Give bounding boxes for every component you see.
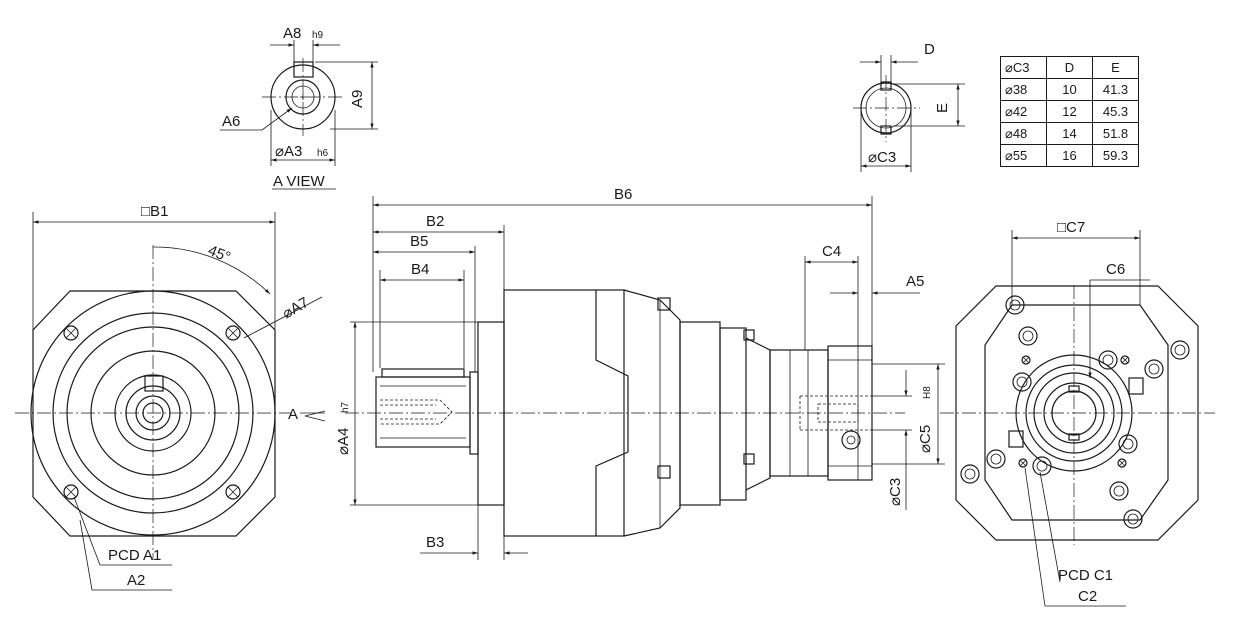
e-label: E	[934, 103, 951, 113]
b6-label: B6	[614, 186, 632, 203]
a2-label: A2	[127, 572, 145, 589]
table-header-cell: ⌀C3	[1000, 56, 1047, 79]
table-cell: 45.3	[1092, 100, 1139, 123]
a5-label: A5	[906, 273, 924, 290]
table-cell: 10	[1046, 78, 1093, 101]
b1-label: □B1	[141, 203, 168, 220]
table-row: ⌀38 10 41.3	[1000, 78, 1139, 101]
table-cell: ⌀55	[1000, 144, 1047, 167]
c2-label: C2	[1078, 588, 1097, 605]
a7-label: ⌀A7	[280, 294, 312, 322]
c6-label: C6	[1106, 261, 1125, 278]
table-cell: 41.3	[1092, 78, 1139, 101]
table-row: ⌀42 12 45.3	[1000, 100, 1139, 123]
table-cell: ⌀42	[1000, 100, 1047, 123]
d-label: D	[924, 41, 935, 58]
table-cell: ⌀38	[1000, 78, 1047, 101]
c7-label: □C7	[1057, 219, 1085, 236]
a8-tolerance: h9	[312, 30, 324, 41]
angle-label: 45°	[206, 242, 233, 266]
table-row: ⌀48 14 51.8	[1000, 122, 1139, 145]
a9-label: A9	[349, 90, 366, 108]
front-view	[15, 212, 326, 591]
table-header-cell: E	[1092, 56, 1139, 79]
a8-label: A8	[283, 25, 301, 42]
b4-label: B4	[411, 261, 429, 278]
a6-label: A6	[222, 113, 240, 130]
a3-label: ⌀A3	[275, 143, 302, 160]
table-row: ⌀55 16 59.3	[1000, 144, 1139, 167]
table-header-row: ⌀C3 D E	[1000, 56, 1139, 79]
table-cell: 12	[1046, 100, 1093, 123]
rear-view	[940, 230, 1215, 607]
keyway-detail	[853, 55, 965, 172]
c3-keyway-label: ⌀C3	[868, 149, 896, 166]
view-a-marker: A	[288, 406, 298, 423]
b2-label: B2	[426, 213, 444, 230]
side-view	[345, 196, 945, 560]
a-view-detail	[220, 40, 378, 190]
pcd-c1-label: PCD C1	[1058, 567, 1113, 584]
keyway-dimension-table: ⌀C3 D E ⌀38 10 41.3 ⌀42 12 45.3 ⌀48 14 5…	[1000, 56, 1139, 167]
c4-label: C4	[822, 243, 841, 260]
c5-tolerance: H8	[922, 386, 933, 399]
a3-tolerance: h6	[317, 148, 329, 159]
table-cell: 16	[1046, 144, 1093, 167]
table-cell: 59.3	[1092, 144, 1139, 167]
c3-side-label: ⌀C3	[887, 478, 904, 506]
table-cell: 51.8	[1092, 122, 1139, 145]
table-header-cell: D	[1046, 56, 1093, 79]
a4-label: ⌀A4	[335, 428, 352, 455]
a-view-title: A VIEW	[273, 173, 326, 190]
table-cell: 14	[1046, 122, 1093, 145]
c5-label: ⌀C5	[917, 425, 934, 453]
table-cell: ⌀48	[1000, 122, 1047, 145]
b3-label: B3	[426, 534, 444, 551]
a4-tolerance: h7	[340, 401, 351, 413]
pcd-a1-label: PCD A1	[108, 547, 161, 564]
b5-label: B5	[410, 233, 428, 250]
